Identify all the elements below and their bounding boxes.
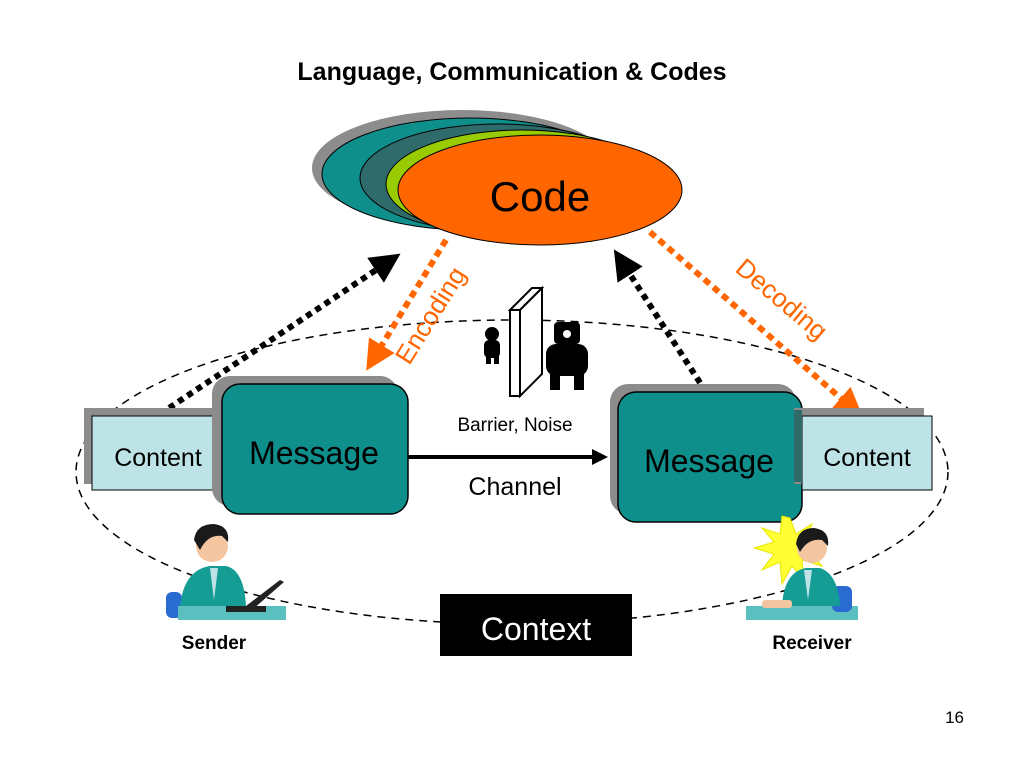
- barrier-wall-icon: [507, 285, 545, 399]
- receiver-content-label: Content: [823, 444, 911, 472]
- noise-small-figure-icon: [484, 327, 500, 364]
- receiver-label: Receiver: [772, 633, 852, 654]
- receiver-content-box: [801, 415, 933, 491]
- receiver-to-code-arrow: [613, 249, 709, 394]
- noise-large-figure-icon: [546, 322, 588, 390]
- receiver-person-icon: [746, 515, 858, 620]
- context-label: Context: [481, 611, 591, 647]
- page-number: 16: [945, 708, 964, 727]
- sender-to-code-arrow: [158, 253, 401, 417]
- code-ellipse-stack: [312, 110, 683, 246]
- sender-person-icon: [166, 524, 286, 620]
- decoding-arrow: [648, 229, 864, 418]
- barrier-noise-label: Barrier, Noise: [457, 415, 572, 436]
- sender-label: Sender: [182, 633, 247, 654]
- sender-content-label: Content: [114, 444, 202, 472]
- sender-message-label: Message: [249, 435, 379, 471]
- sender-message-box: [221, 383, 409, 515]
- context-ellipse: [75, 319, 949, 625]
- channel-label: Channel: [468, 473, 561, 501]
- slide-title: Language, Communication & Codes: [297, 58, 727, 86]
- context-box: [440, 594, 632, 656]
- receiver-message-label: Message: [644, 443, 774, 479]
- code-label: Code: [490, 173, 590, 220]
- sender-content-box: [91, 415, 233, 491]
- decoding-label: Decoding: [730, 252, 833, 346]
